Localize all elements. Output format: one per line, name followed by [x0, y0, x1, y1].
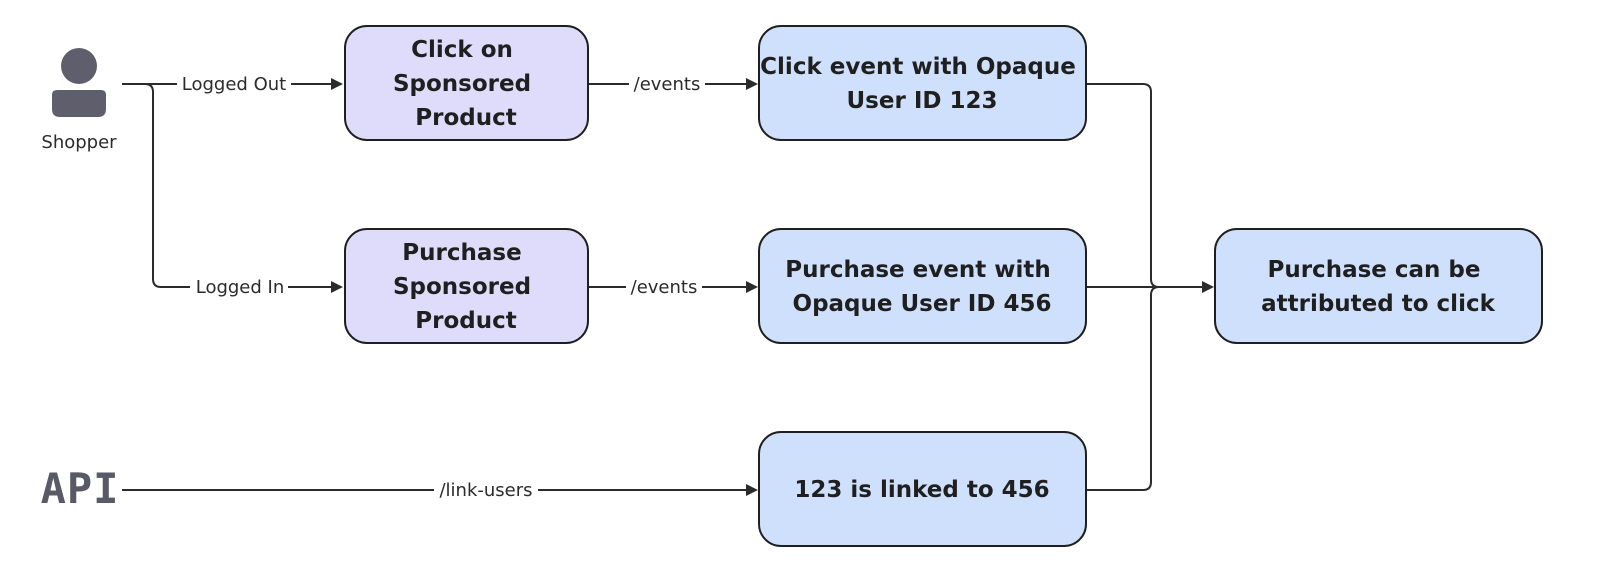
edge-label-events-top: /events [634, 74, 701, 95]
connector-merge-bottom [1087, 286, 1160, 491]
node-attributed-text: Purchase can be attributed to click [1261, 257, 1495, 317]
node-click-event: Click event with Opaque User ID 123 [758, 25, 1087, 141]
arrowhead-link-users [746, 484, 758, 496]
node-click-sponsored: Click on Sponsored Product [344, 25, 589, 141]
person-icon [52, 48, 106, 117]
arrowhead-logged-in [331, 281, 343, 293]
arrowhead-events-top [746, 78, 758, 90]
node-click-event-text: Click event with Opaque User ID 123 [760, 54, 1084, 114]
shopper-actor: Shopper [41, 48, 117, 153]
edge-label-link-users: /link-users [439, 480, 532, 501]
node-purchase-sponsored: Purchase Sponsored Product [344, 228, 589, 344]
edge-label-logged-out: Logged Out [182, 74, 286, 95]
arrowhead-logged-out [331, 78, 343, 90]
node-purchase-event-text: Purchase event with Opaque User ID 456 [785, 257, 1058, 317]
arrowhead-merge [1202, 281, 1214, 293]
edge-labels: Logged Out Logged In /events /events /li… [177, 72, 705, 502]
arrowhead-events-mid [746, 281, 758, 293]
shopper-label: Shopper [41, 132, 117, 153]
connector-logged-in [144, 83, 333, 288]
api-label: API [41, 464, 120, 513]
node-linked: 123 is linked to 456 [758, 431, 1087, 547]
edge-label-logged-in: Logged In [196, 277, 285, 298]
node-click-sponsored-text: Click on Sponsored Product [393, 37, 539, 131]
node-attributed: Purchase can be attributed to click [1214, 228, 1543, 344]
node-purchase-event: Purchase event with Opaque User ID 456 [758, 228, 1087, 344]
api-actor: API [41, 464, 120, 513]
connector-merge-top [1087, 83, 1160, 288]
node-purchase-sponsored-text: Purchase Sponsored Product [393, 240, 539, 334]
node-linked-text: 123 is linked to 456 [794, 477, 1049, 503]
edge-label-events-mid: /events [631, 277, 698, 298]
